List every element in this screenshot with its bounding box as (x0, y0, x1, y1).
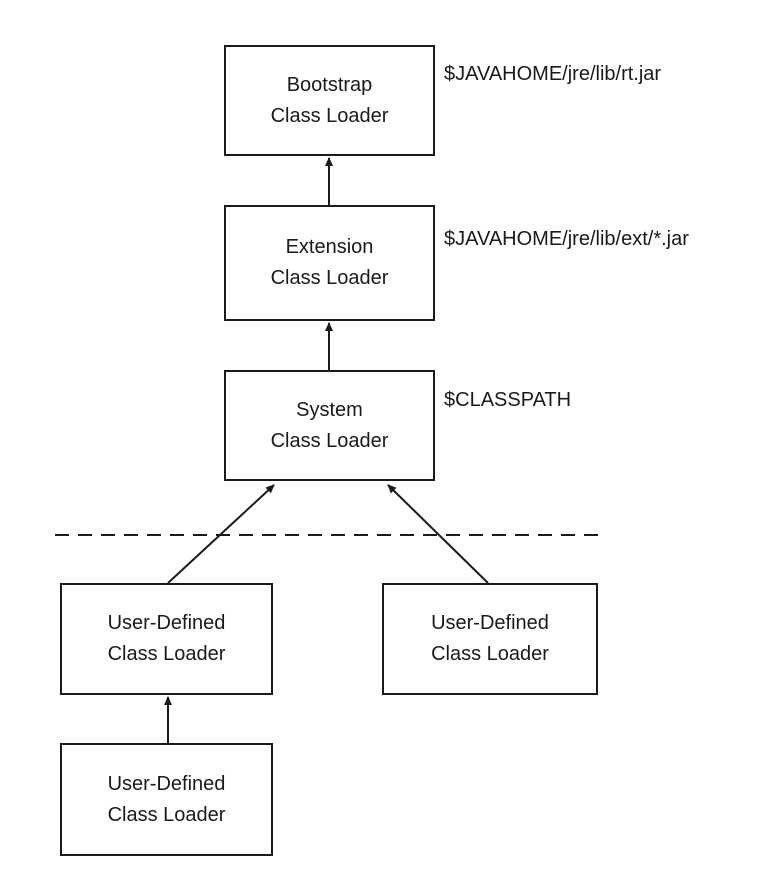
arrow-user-right-to-system (387, 484, 489, 584)
user-defined-class-loader-right-box: User-Defined Class Loader (382, 583, 598, 695)
bootstrap-class-loader-box: Bootstrap Class Loader (224, 45, 435, 156)
bootstrap-line2: Class Loader (270, 104, 389, 127)
extension-path-label: $JAVAHOME/jre/lib/ext/*.jar (444, 228, 689, 250)
extension-class-loader-box: Extension Class Loader (224, 205, 435, 321)
user-right-line2: Class Loader (431, 643, 549, 665)
user-left-line1: User-Defined (107, 612, 226, 634)
system-line2: Class Loader (270, 429, 389, 452)
user-left-line2: Class Loader (107, 643, 226, 665)
system-class-loader-box: System Class Loader (224, 370, 435, 481)
user-bottom-line2: Class Loader (107, 803, 226, 826)
user-bottom-line1: User-Defined (107, 772, 226, 795)
system-path-label: $CLASSPATH (444, 389, 572, 411)
user-defined-class-loader-left-box: User-Defined Class Loader (60, 583, 273, 695)
user-right-line1: User-Defined (431, 612, 549, 634)
user-defined-class-loader-bottom-box: User-Defined Class Loader (60, 743, 273, 856)
extension-line2: Class Loader (270, 267, 389, 289)
extension-line1: Extension (285, 236, 374, 258)
bootstrap-path-label: $JAVAHOME/jre/lib/rt.jar (444, 63, 662, 85)
bootstrap-line1: Bootstrap (286, 73, 373, 96)
system-line1: System (296, 398, 363, 421)
